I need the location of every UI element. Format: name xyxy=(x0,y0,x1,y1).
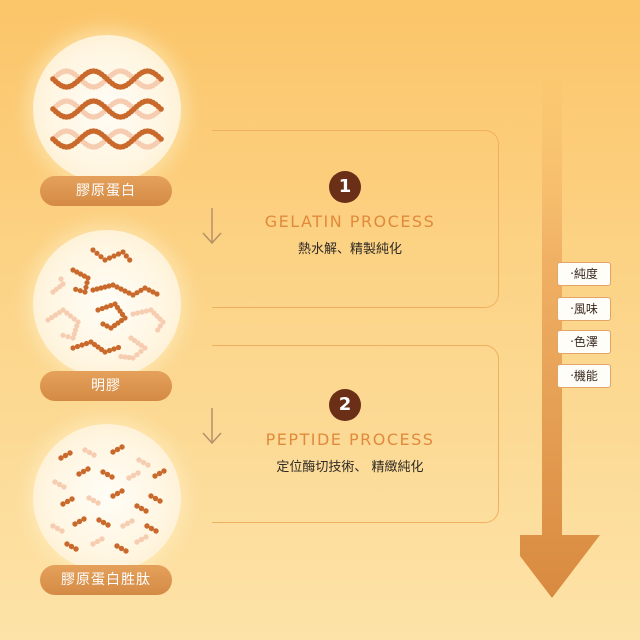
benefit-tag-purity: ‧純度 xyxy=(557,262,611,286)
peptide-fragments-icon xyxy=(50,444,167,554)
gelatin-process-box xyxy=(212,130,499,308)
stage-label-gelatin: 明膠 xyxy=(40,371,172,401)
peptide-process-box xyxy=(212,345,499,523)
collagen-illustration xyxy=(33,35,181,183)
benefit-tag-flavor: ‧風味 xyxy=(557,297,611,321)
stage-label-collagen: 膠原蛋白 xyxy=(40,176,172,206)
down-arrow-icon xyxy=(202,208,222,245)
process-description-gelatin: 熱水解、精製純化 xyxy=(297,242,402,257)
process-description-peptide: 定位酶切技術、 精緻純化 xyxy=(276,460,424,475)
step-number-1: 1 xyxy=(329,171,361,203)
process-title-gelatin: GELATIN PROCESS xyxy=(264,212,436,231)
benefit-tag-color: ‧色澤 xyxy=(557,330,611,354)
process-title-peptide: PEPTIDE PROCESS xyxy=(265,430,435,449)
random-coil-icon xyxy=(45,247,166,361)
benefit-tag-function: ‧機能 xyxy=(557,364,611,388)
step-number-2: 2 xyxy=(329,389,361,421)
stage-label-peptide: 膠原蛋白胜肽 xyxy=(40,565,172,595)
down-arrow-icon xyxy=(202,408,222,445)
triple-helix-icon xyxy=(50,68,164,150)
peptide-illustration xyxy=(33,424,181,572)
gelatin-illustration xyxy=(33,230,181,378)
